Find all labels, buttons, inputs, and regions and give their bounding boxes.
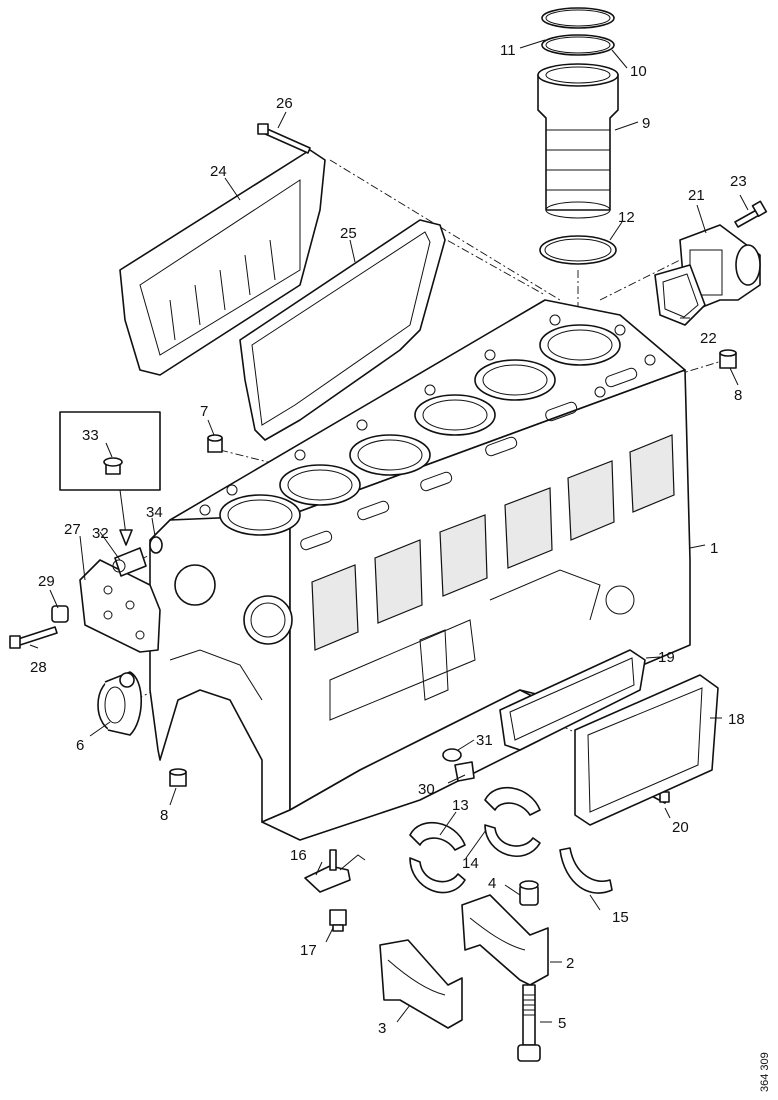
callout-8-front: 8 xyxy=(160,807,168,824)
callout-29: 29 xyxy=(38,573,55,590)
callout-13: 13 xyxy=(452,797,469,814)
callout-26: 26 xyxy=(276,95,293,112)
callout-1: 1 xyxy=(710,540,718,557)
deck-ports xyxy=(199,314,656,551)
callout-15: 15 xyxy=(612,909,629,926)
callout-27: 27 xyxy=(64,521,81,538)
callout-31: 31 xyxy=(476,732,493,749)
callout-labels: 1 2 3 4 5 6 7 8 8 9 10 11 12 13 14 15 16… xyxy=(30,42,747,1037)
callout-4: 4 xyxy=(488,875,496,892)
callout-14: 14 xyxy=(462,855,479,872)
reference-number: 364 309 xyxy=(759,1052,771,1092)
callout-2: 2 xyxy=(566,955,574,972)
callout-20: 20 xyxy=(672,819,689,836)
main-bearing-shells xyxy=(409,786,541,894)
callout-3: 3 xyxy=(378,1020,386,1037)
callout-8-side: 8 xyxy=(734,387,742,404)
callout-32: 32 xyxy=(92,525,109,542)
callout-6: 6 xyxy=(76,737,84,754)
plug-30-31 xyxy=(442,748,475,782)
callout-34: 34 xyxy=(146,504,163,521)
callout-24: 24 xyxy=(210,163,227,180)
oil-cooler-cover xyxy=(119,149,326,376)
callout-30: 30 xyxy=(418,781,435,798)
callout-28: 28 xyxy=(30,659,47,676)
cylinder-bores xyxy=(219,324,621,536)
callout-10: 10 xyxy=(630,63,647,80)
piston-cooling-nozzle xyxy=(304,849,366,932)
callout-7: 7 xyxy=(200,403,208,420)
leader-lines xyxy=(29,39,749,1023)
thrust-washer xyxy=(559,847,613,894)
cover-gasket xyxy=(239,219,446,441)
cylinder-block xyxy=(149,299,691,841)
detail-inset xyxy=(59,411,161,546)
callout-17: 17 xyxy=(300,942,317,959)
callout-16: 16 xyxy=(290,847,307,864)
callout-22: 22 xyxy=(700,330,717,347)
main-bearing-caps xyxy=(379,880,549,1062)
thermostat-housing xyxy=(654,224,761,326)
callout-11: 11 xyxy=(500,42,516,59)
callout-25: 25 xyxy=(340,225,357,242)
callout-9: 9 xyxy=(642,115,650,132)
callout-5: 5 xyxy=(558,1015,566,1032)
cylinder-liner-group xyxy=(537,7,619,265)
callout-21: 21 xyxy=(688,187,705,204)
front-cover-plate xyxy=(9,536,163,736)
side-windows xyxy=(311,434,675,651)
callout-19: 19 xyxy=(658,649,675,666)
callout-33: 33 xyxy=(82,427,99,444)
callout-12: 12 xyxy=(618,209,635,226)
callout-18: 18 xyxy=(728,711,745,728)
side-cover xyxy=(499,649,719,826)
callout-23: 23 xyxy=(730,173,747,190)
